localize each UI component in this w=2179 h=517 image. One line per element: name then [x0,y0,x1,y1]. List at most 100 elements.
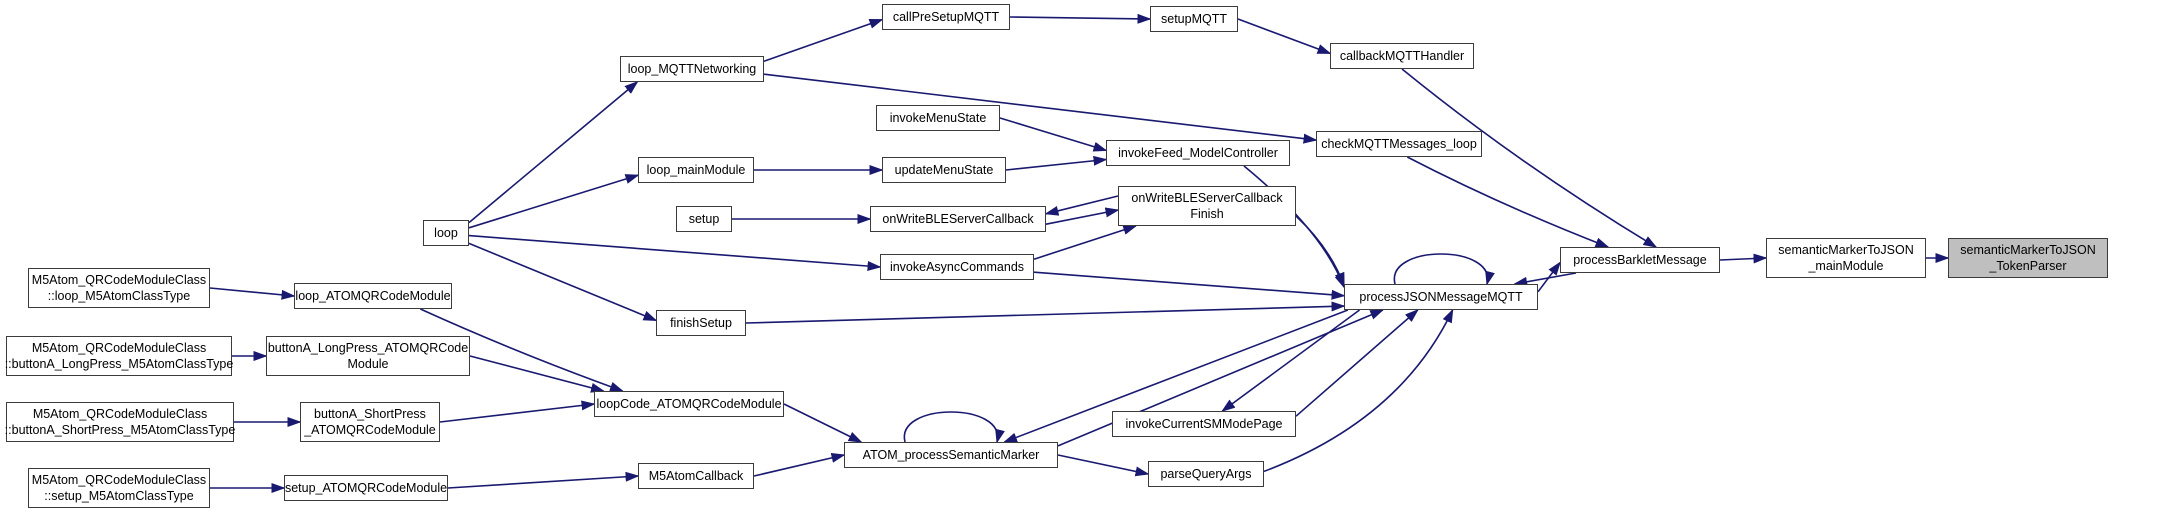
node-label: buttonA_ShortPress _ATOMQRCodeModule [304,407,436,437]
node-label: M5AtomCallback [648,469,744,483]
node-atom_proc[interactable]: ATOM_processSemanticMarker [844,442,1058,468]
node-call_pre_setup[interactable]: callPreSetupMQTT [882,4,1010,30]
node-label: parseQueryArgs [1160,467,1252,481]
node-invoke_async[interactable]: invokeAsyncCommands [880,254,1034,280]
node-process_json[interactable]: processJSONMessageMQTT [1344,284,1538,310]
node-setup[interactable]: setup [676,206,732,232]
node-loop[interactable]: loop [423,220,469,246]
node-btn_long_atom[interactable]: buttonA_LongPress_ATOMQRCode Module [266,336,470,376]
node-label: semanticMarkerToJSON _TokenParser [1960,243,2096,273]
node-label: invokeAsyncCommands [889,260,1025,274]
node-label: loop_ATOMQRCodeModule [295,289,451,303]
node-process_barklet[interactable]: processBarkletMessage [1560,247,1720,273]
node-loop_main[interactable]: loop_mainModule [638,157,754,183]
edge-on_write_finish-to-process_json [1295,215,1345,287]
node-label: loop [434,226,458,240]
node-label: loop_MQTTNetworking [627,62,757,76]
node-invoke_feed[interactable]: invokeFeed_ModelController [1106,140,1290,166]
node-m5_setup_class[interactable]: M5Atom_QRCodeModuleClass ::setup_M5AtomC… [28,468,210,508]
node-label: loop_mainModule [646,163,746,177]
node-label: invokeCurrentSMModePage [1125,417,1283,431]
edge-btn_short_atom-to-loop_code [439,400,596,423]
edge-invoke_async-to-process_json [1033,271,1346,300]
node-label: onWriteBLEServerCallback Finish [1131,191,1283,221]
node-loop_mqtt[interactable]: loop_MQTTNetworking [620,56,764,82]
node-label: updateMenuState [894,163,994,177]
edge-loop-to-loop_main [468,174,640,229]
node-label: setup [688,212,720,226]
edge-parse_query-to-process_json [1263,308,1454,473]
node-sem_main[interactable]: semanticMarkerToJSON _mainModule [1766,238,1926,278]
node-check_mqtt[interactable]: checkMQTTMessages_loop [1316,131,1482,157]
node-label: loopCode_ATOMQRCodeModule [596,397,782,411]
node-m5_longpress_class[interactable]: M5Atom_QRCodeModuleClass ::buttonA_LongP… [5,336,233,376]
edge-setup_mqtt-to-callback_mqtt [1237,18,1332,55]
node-update_menu[interactable]: updateMenuState [882,157,1006,183]
node-invoke_menu[interactable]: invokeMenuState [876,105,1000,131]
edge-process_json-to-invoke_sm_mode [1221,309,1360,412]
edge-invoke_async-to-on_write_finish [1033,225,1138,260]
edge-loop_mqtt-to-check_mqtt [763,73,1318,144]
node-label: invokeMenuState [889,111,987,125]
node-sem_token[interactable]: semanticMarkerToJSON _TokenParser [1948,238,2108,278]
node-label: M5Atom_QRCodeModuleClass ::buttonA_LongP… [4,341,234,371]
edge-loop_code-to-atom_proc [783,403,863,443]
node-label: buttonA_LongPress_ATOMQRCode Module [267,341,469,371]
edge-check_mqtt-to-process_barklet [1406,156,1610,248]
node-label: M5Atom_QRCodeModuleClass ::loop_M5AtomCl… [31,273,207,303]
node-m5_callback[interactable]: M5AtomCallback [638,463,754,489]
edge-loop-to-invoke_async [468,234,882,272]
edge-loop_mqtt-to-call_pre_setup [763,18,884,62]
node-label: semanticMarkerToJSON _mainModule [1778,243,1914,273]
edge-loop_atom-to-loop_code [420,308,624,392]
node-parse_query[interactable]: parseQueryArgs [1148,461,1264,487]
edge-invoke_menu-to-invoke_feed [999,117,1108,152]
node-invoke_sm_mode[interactable]: invokeCurrentSMModePage [1112,411,1296,437]
edge-process_barklet-to-sem_main [1719,253,1768,264]
edge-loop-to-loop_mqtt [468,81,639,224]
node-callback_mqtt[interactable]: callbackMQTTHandler [1330,43,1474,69]
node-label: finishSetup [670,316,732,330]
node-loop_code[interactable]: loopCode_ATOMQRCodeModule [594,391,784,417]
node-loop_atom[interactable]: loop_ATOMQRCodeModule [294,283,452,309]
node-label: processBarkletMessage [1573,253,1707,267]
node-label: M5Atom_QRCodeModuleClass ::buttonA_Short… [4,407,236,437]
node-on_write_finish[interactable]: onWriteBLEServerCallback Finish [1118,186,1296,226]
node-label: callPreSetupMQTT [892,10,1000,24]
edge-loop-to-finish_setup [468,242,658,322]
node-on_write[interactable]: onWriteBLEServerCallback [870,206,1046,232]
node-label: onWriteBLEServerCallback [882,212,1034,226]
node-label: callbackMQTTHandler [1339,49,1465,63]
node-label: setup_ATOMQRCodeModule [284,481,448,495]
edge-on_write-to-on_write_finish [1045,207,1120,225]
edge-m5_loop_class-to-loop_atom [209,287,296,300]
node-label: ATOM_processSemanticMarker [862,448,1040,462]
edge-on_write_finish-to-on_write [1044,195,1119,216]
edge-update_menu-to-invoke_feed [1005,155,1108,171]
node-setup_atom[interactable]: setup_ATOMQRCodeModule [284,475,448,501]
edge-self-atom_proc [903,411,1005,444]
node-label: invokeFeed_ModelController [1118,146,1278,160]
node-label: setupMQTT [1161,12,1227,26]
edge-btn_long_atom-to-loop_code [469,355,605,393]
edge-m5_callback-to-atom_proc [753,452,846,477]
edge-finish_setup-to-process_json [745,301,1346,324]
node-finish_setup[interactable]: finishSetup [656,310,746,336]
edge-callback_mqtt-to-process_barklet [1401,68,1658,248]
edge-process_barklet-to-process_json [1513,272,1577,287]
edge-invoke_sm_mode-to-process_json [1295,309,1419,417]
edge-process_json-to-atom_proc [1003,309,1349,443]
node-label: checkMQTTMessages_loop [1321,137,1477,151]
node-setup_mqtt[interactable]: setupMQTT [1150,6,1238,32]
node-label: processJSONMessageMQTT [1359,290,1523,304]
edge-setup_atom-to-m5_callback [447,471,640,489]
edge-atom_proc-to-parse_query [1057,454,1150,477]
node-m5_shortpress_class[interactable]: M5Atom_QRCodeModuleClass ::buttonA_Short… [5,402,235,442]
node-m5_loop_class[interactable]: M5Atom_QRCodeModuleClass ::loop_M5AtomCl… [28,268,210,308]
node-label: M5Atom_QRCodeModuleClass ::setup_M5AtomC… [31,473,207,503]
edge-call_pre_setup-to-setup_mqtt [1009,13,1152,24]
node-btn_short_atom[interactable]: buttonA_ShortPress _ATOMQRCodeModule [300,402,440,442]
